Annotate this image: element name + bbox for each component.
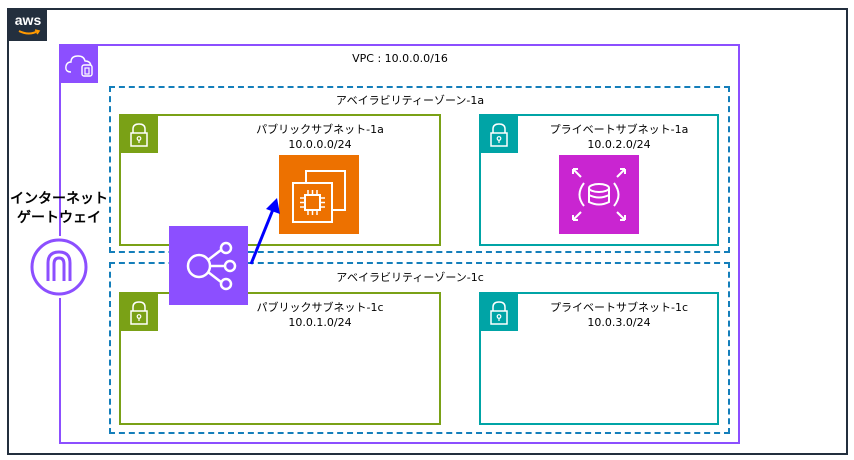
- internet-gateway-label: インターネット ゲートウェイ: [0, 190, 118, 228]
- vpc-cloud-icon: [65, 55, 93, 77]
- rds-database[interactable]: [559, 155, 639, 234]
- private-subnet-1a-cidr: 10.0.2.0/24: [587, 138, 651, 151]
- private-subnet-1c-name: プライベートサブネット-1c: [549, 301, 688, 314]
- private-subnet-1a: [479, 114, 719, 246]
- aws-smile-icon: [18, 29, 41, 35]
- private-subnet-1c: [479, 292, 719, 425]
- az-1c-label: アベイラビリティーゾーン-1c: [336, 271, 484, 284]
- aws-logo: aws: [9, 9, 47, 41]
- vpc-badge: [60, 45, 98, 83]
- public-subnet-1a-badge: [120, 115, 158, 153]
- private-subnet-1a-label: プライベートサブネット-1a 10.0.2.0/24: [519, 122, 719, 152]
- cloud-frame: [7, 8, 848, 455]
- ec2-instance-icon: [292, 170, 346, 223]
- private-subnet-1a-name: プライベートサブネット-1a: [549, 123, 689, 136]
- public-subnet-1a-label: パブリックサブネット-1a 10.0.0.0/24: [220, 122, 420, 152]
- rds-database-icon: [572, 168, 626, 221]
- public-subnet-1c-badge: [120, 293, 158, 331]
- private-subnet-1c-cidr: 10.0.3.0/24: [587, 316, 651, 329]
- az-1c-group: [109, 262, 730, 434]
- public-subnet-1c-name: パブリックサブネット-1c: [256, 301, 384, 314]
- public-subnet-1a-cidr: 10.0.0.0/24: [288, 138, 352, 151]
- az-1a-group: [109, 86, 730, 253]
- private-subnet-1a-badge: [480, 115, 518, 153]
- public-subnet-1c: [119, 292, 441, 425]
- public-subnet-1c-cidr: 10.0.1.0/24: [288, 316, 352, 329]
- public-subnet-1c-label: パブリックサブネット-1c 10.0.1.0/24: [220, 300, 420, 330]
- lock-icon: [130, 123, 148, 147]
- lock-icon: [490, 123, 508, 147]
- load-balancer-icon: [186, 241, 237, 291]
- lock-icon: [130, 301, 148, 325]
- private-subnet-1c-label: プライベートサブネット-1c 10.0.3.0/24: [519, 300, 719, 330]
- vpc-label: VPC : 10.0.0.0/16: [352, 52, 448, 65]
- load-balancer[interactable]: [169, 226, 248, 305]
- lock-icon: [490, 301, 508, 325]
- az-1a-label: アベイラビリティーゾーン-1a: [335, 94, 485, 107]
- aws-logo-text: aws: [14, 12, 42, 28]
- internet-gateway-line1: インターネット: [10, 191, 108, 207]
- private-subnet-1c-badge: [480, 293, 518, 331]
- ec2-instance[interactable]: [279, 155, 359, 234]
- internet-gateway-icon: [30, 238, 88, 296]
- internet-gateway[interactable]: [26, 236, 92, 298]
- public-subnet-1a-name: パブリックサブネット-1a: [256, 123, 384, 136]
- internet-gateway-line2: ゲートウェイ: [17, 210, 101, 226]
- public-subnet-1a: [119, 114, 441, 246]
